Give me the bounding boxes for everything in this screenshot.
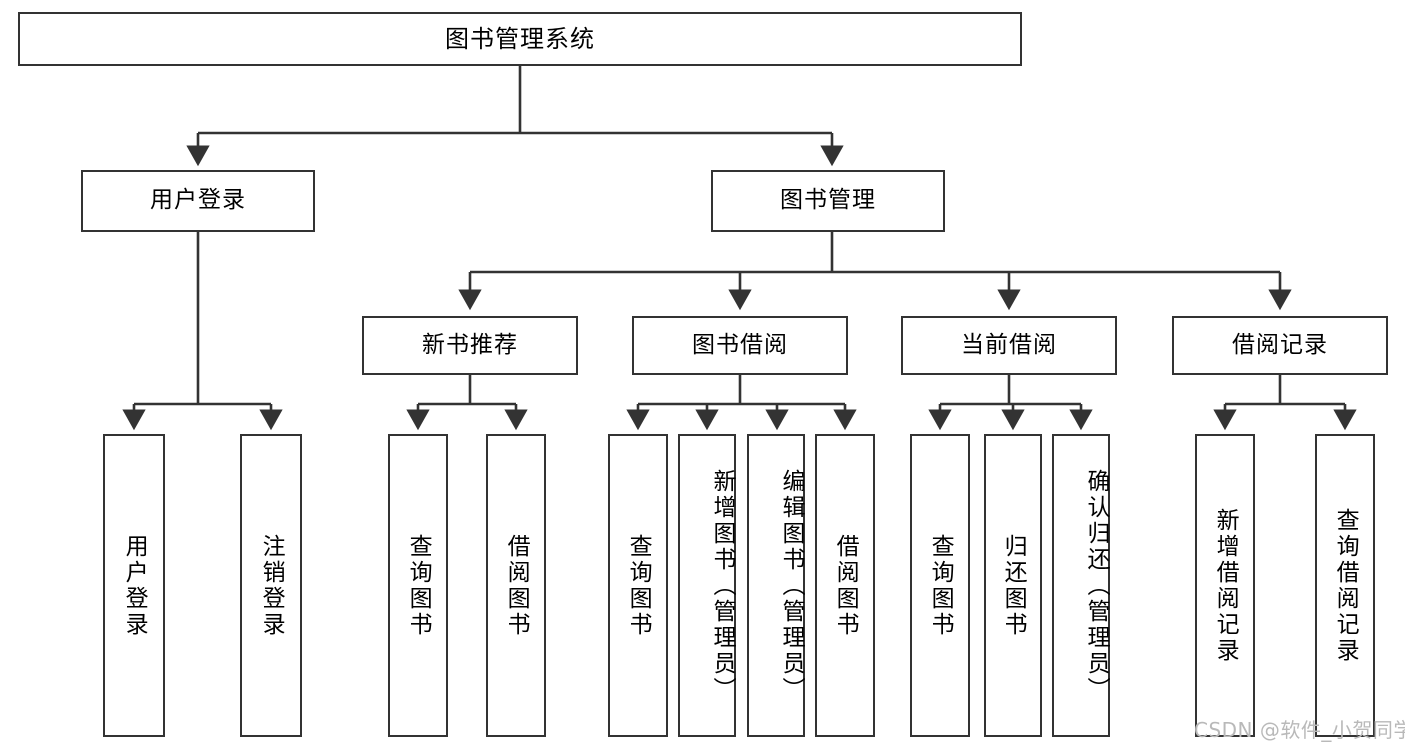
node-current-borrow[interactable]: 当前借阅	[901, 316, 1117, 375]
node-label: 注销登录	[258, 533, 285, 638]
node-book-management[interactable]: 图书管理	[711, 170, 945, 232]
node-label: 用户登录	[121, 533, 148, 638]
node-label: 图书借阅	[692, 331, 788, 358]
node-label: 确认归还（管理员）	[1083, 468, 1109, 703]
node-new-book-recommend[interactable]: 新书推荐	[362, 316, 578, 375]
node-leaf-query-borrow-record[interactable]: 查询借阅记录	[1315, 434, 1375, 737]
node-label: 查询图书	[927, 533, 954, 638]
node-leaf-borrow-book-recommend[interactable]: 借阅图书	[486, 434, 546, 737]
node-label: 新增图书（管理员）	[709, 468, 735, 703]
node-label: 查询图书	[625, 533, 652, 638]
node-label: 图书管理系统	[445, 24, 595, 53]
node-label: 新书推荐	[422, 331, 518, 358]
node-leaf-query-book-current[interactable]: 查询图书	[910, 434, 970, 737]
node-label: 用户登录	[150, 187, 246, 214]
node-leaf-borrow-book[interactable]: 借阅图书	[815, 434, 875, 737]
node-label: 编辑图书（管理员）	[778, 468, 804, 703]
node-user-login[interactable]: 用户登录	[81, 170, 315, 232]
node-leaf-user-login[interactable]: 用户登录	[103, 434, 165, 737]
node-label: 查询借阅记录	[1332, 507, 1359, 664]
node-borrow-record[interactable]: 借阅记录	[1172, 316, 1388, 375]
node-label: 查询图书	[405, 533, 432, 638]
node-label: 归还图书	[1000, 533, 1027, 638]
node-label: 借阅图书	[832, 533, 859, 638]
node-leaf-add-borrow-record[interactable]: 新增借阅记录	[1195, 434, 1255, 737]
watermark-csdn: CSDN @软件_小贺同学	[1194, 718, 1405, 742]
node-label: 借阅图书	[503, 533, 530, 638]
node-label: 当前借阅	[961, 331, 1057, 358]
node-leaf-logout[interactable]: 注销登录	[240, 434, 302, 737]
node-leaf-edit-book-admin[interactable]: 编辑图书（管理员）	[747, 434, 805, 737]
node-label: 图书管理	[780, 187, 876, 214]
node-root-book-management-system[interactable]: 图书管理系统	[18, 12, 1022, 66]
node-label: 新增借阅记录	[1212, 507, 1239, 664]
node-label: 借阅记录	[1232, 331, 1328, 358]
node-leaf-return-book[interactable]: 归还图书	[984, 434, 1042, 737]
node-leaf-query-book-borrow[interactable]: 查询图书	[608, 434, 668, 737]
node-leaf-add-book-admin[interactable]: 新增图书（管理员）	[678, 434, 736, 737]
node-leaf-query-book-recommend[interactable]: 查询图书	[388, 434, 448, 737]
node-book-borrow[interactable]: 图书借阅	[632, 316, 848, 375]
node-leaf-confirm-return-admin[interactable]: 确认归还（管理员）	[1052, 434, 1110, 737]
